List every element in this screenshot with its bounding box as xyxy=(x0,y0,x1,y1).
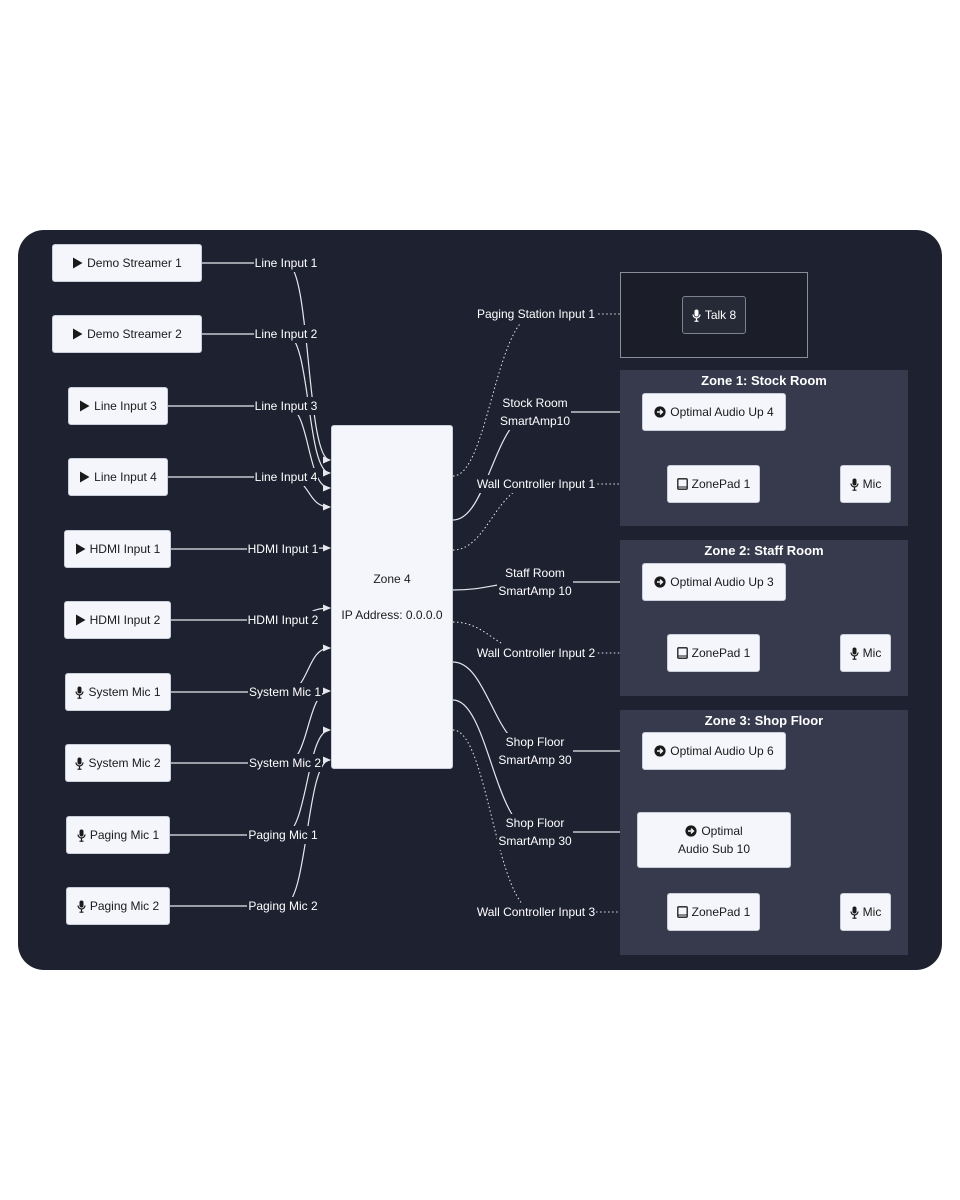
zone-3-speaker-1-label: Optimal Audio Up 6 xyxy=(670,744,774,758)
source-node-6-label: HDMI Input 2 xyxy=(89,613,161,627)
zone-3-mic-label: Mic xyxy=(862,905,882,919)
zone-2-zonepad-label: ZonePad 1 xyxy=(691,646,751,660)
source-node-1-label: Demo Streamer 1 xyxy=(87,256,182,270)
play-icon xyxy=(72,328,83,340)
source-node-4[interactable]: Line Input 4 xyxy=(68,458,168,496)
output-edge-8 xyxy=(452,729,665,916)
source-node-8-label: System Mic 2 xyxy=(88,756,161,770)
zone-3-speaker-1[interactable]: Optimal Audio Up 6 xyxy=(642,732,786,770)
output-label-3: Wall Controller Input 1 xyxy=(475,475,597,493)
tablet-icon xyxy=(676,478,688,490)
system-diagram: Zone 1: Stock Room Zone 2: Staff Room Zo… xyxy=(18,230,942,970)
source-node-5-label: HDMI Input 1 xyxy=(89,542,161,556)
source-node-9-label: Paging Mic 1 xyxy=(89,828,160,842)
talk-8-node-label: Talk 8 xyxy=(704,308,737,322)
source-node-10-label: Paging Mic 2 xyxy=(89,899,160,913)
tablet-icon xyxy=(676,906,688,918)
source-node-8[interactable]: System Mic 2 xyxy=(65,744,171,782)
output-label-8: Wall Controller Input 3 xyxy=(475,903,597,921)
input-edge-1 xyxy=(202,262,331,464)
play-icon xyxy=(75,614,86,626)
source-node-7-label: System Mic 1 xyxy=(88,685,161,699)
output-label-1: Paging Station Input 1 xyxy=(475,305,597,323)
play-icon xyxy=(79,471,90,483)
zone-1-mic[interactable]: Mic xyxy=(840,465,891,503)
zone-1-speaker-1-label: Optimal Audio Up 4 xyxy=(670,405,774,419)
mic-icon xyxy=(75,686,85,699)
hub-title: Zone 4 xyxy=(373,572,411,586)
source-node-7[interactable]: System Mic 1 xyxy=(65,673,171,711)
input-label-7: System Mic 1 xyxy=(247,683,322,701)
input-label-1: Line Input 1 xyxy=(253,254,319,272)
input-label-5: HDMI Input 1 xyxy=(246,540,320,558)
arrow-circle-icon xyxy=(654,406,666,418)
zone-1-speaker-1[interactable]: Optimal Audio Up 4 xyxy=(642,393,786,431)
mic-icon xyxy=(77,829,86,842)
source-node-9[interactable]: Paging Mic 1 xyxy=(66,816,170,854)
source-node-4-label: Line Input 4 xyxy=(94,470,157,484)
play-icon xyxy=(72,257,83,269)
source-node-1[interactable]: Demo Streamer 1 xyxy=(52,244,202,282)
input-edge-9 xyxy=(170,726,331,836)
play-icon xyxy=(79,400,90,412)
talk-8-node[interactable]: Talk 8 xyxy=(682,296,746,334)
zone-1-mic-label: Mic xyxy=(862,477,882,491)
source-node-3-label: Line Input 3 xyxy=(94,399,157,413)
input-label-2: Line Input 2 xyxy=(253,325,319,343)
input-label-3: Line Input 3 xyxy=(253,397,319,415)
zone-3-title: Zone 3: Shop Floor xyxy=(704,713,824,728)
source-node-2[interactable]: Demo Streamer 2 xyxy=(52,315,202,353)
arrow-circle-icon xyxy=(685,825,697,837)
source-node-2-label: Demo Streamer 2 xyxy=(87,327,182,341)
source-node-6[interactable]: HDMI Input 2 xyxy=(64,601,171,639)
input-label-9: Paging Mic 1 xyxy=(247,826,319,844)
zone-2-speaker-1[interactable]: Optimal Audio Up 3 xyxy=(642,563,786,601)
output-edge-3 xyxy=(452,480,665,551)
mic-icon xyxy=(75,757,85,770)
hub-address: IP Address: 0.0.0.0 xyxy=(341,608,443,622)
zone-4-hub[interactable]: Zone 4 IP Address: 0.0.0.0 xyxy=(331,425,453,769)
mic-icon xyxy=(850,478,859,491)
zone-3-zonepad[interactable]: ZonePad 1 xyxy=(667,893,760,931)
zone-2-mic[interactable]: Mic xyxy=(840,634,891,672)
mic-icon xyxy=(850,647,859,660)
input-label-8: System Mic 2 xyxy=(247,754,322,772)
input-label-4: Line Input 4 xyxy=(253,468,319,486)
input-label-10: Paging Mic 2 xyxy=(247,897,319,915)
mic-icon xyxy=(77,900,86,913)
zone-2-zonepad[interactable]: ZonePad 1 xyxy=(667,634,760,672)
zone-1-title: Zone 1: Stock Room xyxy=(701,373,827,388)
zone-1-zonepad-label: ZonePad 1 xyxy=(691,477,751,491)
zone-2-title: Zone 2: Staff Room xyxy=(704,543,824,558)
mic-icon xyxy=(692,309,701,322)
zone-2-speaker-1-label: Optimal Audio Up 3 xyxy=(670,575,774,589)
source-node-10[interactable]: Paging Mic 2 xyxy=(66,887,170,925)
zone-3-zonepad-label: ZonePad 1 xyxy=(691,905,751,919)
source-node-3[interactable]: Line Input 3 xyxy=(68,387,168,425)
play-icon xyxy=(75,543,86,555)
output-label-5: Wall Controller Input 2 xyxy=(475,644,597,662)
arrow-circle-icon xyxy=(654,576,666,588)
zone-1-zonepad[interactable]: ZonePad 1 xyxy=(667,465,760,503)
tablet-icon xyxy=(676,647,688,659)
source-node-5[interactable]: HDMI Input 1 xyxy=(64,530,171,568)
input-edge-8 xyxy=(171,687,331,764)
mic-icon xyxy=(850,906,859,919)
zone-2-mic-label: Mic xyxy=(862,646,882,660)
input-label-6: HDMI Input 2 xyxy=(246,611,320,629)
zone-3-mic[interactable]: Mic xyxy=(840,893,891,931)
arrow-circle-icon xyxy=(654,745,666,757)
